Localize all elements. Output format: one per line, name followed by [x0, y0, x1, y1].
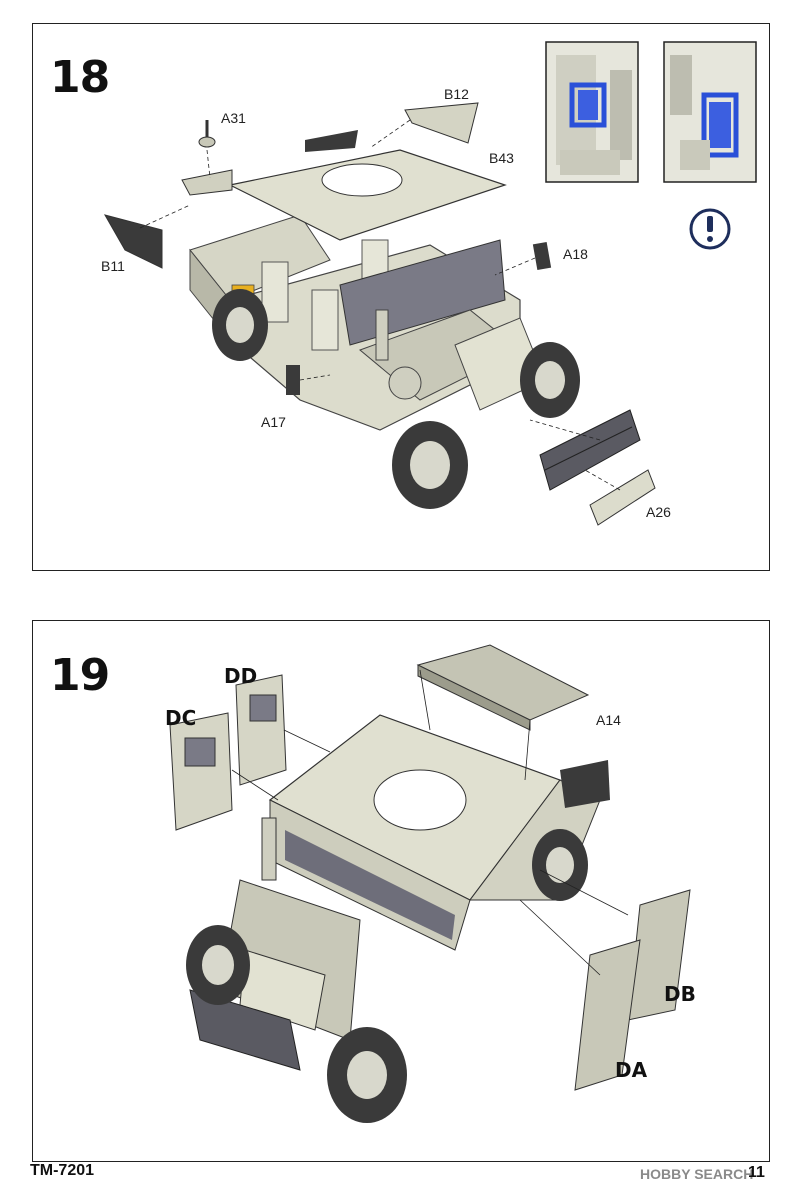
product-code: TM-7201	[30, 1162, 95, 1179]
part-a18	[532, 241, 552, 271]
door-da	[574, 939, 641, 1091]
humvee-assembly-19	[186, 714, 610, 1123]
assembly-guide-lines-19	[231, 669, 629, 976]
part-a31	[198, 120, 216, 148]
part-a17	[286, 365, 300, 395]
watermark: HOBBY SEARCH	[640, 1166, 754, 1182]
label-dc: DC	[165, 706, 197, 730]
part-a14	[416, 644, 590, 731]
part-a26	[589, 469, 656, 526]
inset-detail-right	[663, 41, 757, 183]
label-a18: A18	[563, 246, 588, 262]
label-dd: DD	[224, 664, 258, 688]
label-a17: A17	[261, 414, 286, 430]
label-a26: A26	[646, 504, 671, 520]
roof-part-b43	[181, 149, 507, 241]
humvee-assembly-18	[189, 214, 580, 509]
part-b12	[404, 102, 479, 144]
label-da: DA	[615, 1058, 648, 1082]
label-a14: A14	[596, 712, 621, 728]
label-b12: B12	[444, 86, 469, 102]
door-dd	[235, 674, 287, 786]
inset-detail-left	[545, 41, 639, 183]
door-dc	[169, 712, 233, 831]
part-b11	[103, 214, 163, 269]
label-a31: A31	[221, 110, 246, 126]
exclamation-circle-icon	[689, 208, 731, 250]
part-grille	[539, 409, 641, 491]
assembly-guide-lines-18	[139, 119, 621, 491]
vent-part	[305, 130, 358, 152]
step-18-number: 18	[50, 52, 110, 103]
label-b43: B43	[489, 150, 514, 166]
page-number: 11	[748, 1164, 765, 1181]
label-db: DB	[664, 982, 696, 1006]
label-b11: B11	[101, 258, 125, 274]
step-19-number: 19	[50, 650, 110, 701]
